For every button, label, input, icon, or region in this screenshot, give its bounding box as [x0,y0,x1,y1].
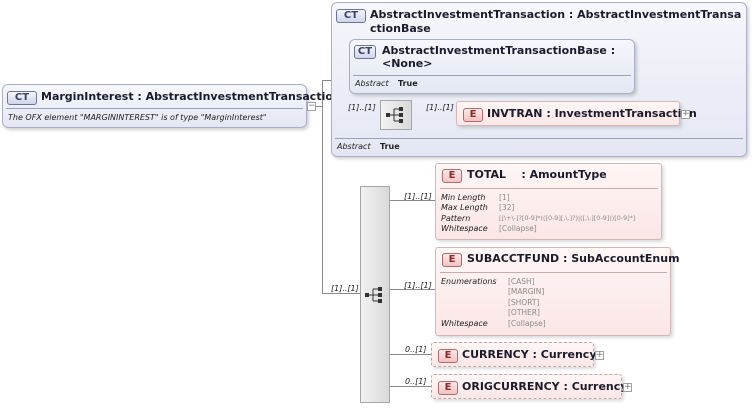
node-title: ORIGCURRENCY : Currency [462,380,628,393]
abstract-label: Abstract [355,79,389,88]
connector-main-to-currency [389,354,431,355]
complex-type-badge: CT [336,9,366,23]
node-title: MarginInterest : AbstractInvestmentTrans… [41,90,341,103]
connector-to-main-seq [322,293,360,294]
prop-value: [32] [499,203,515,212]
node-title: AbstractInvestmentTransaction : Abstract… [370,8,742,35]
prop-value: [Collapse] [499,224,537,233]
sequence-compositor[interactable] [380,100,412,130]
abstract-value: True [380,142,400,151]
complex-type-badge: CT [354,45,376,59]
sequence-compositor[interactable] [360,186,390,403]
complex-type-badge: CT [7,91,37,105]
prop-value: [1] [499,193,510,202]
abstract-label: Abstract [337,142,371,151]
node-title: INVTRAN : InvestmentTransaction [487,107,697,120]
prop-key: Max Length [441,203,488,212]
abstractinvestmenttransactionbase-node[interactable]: CT AbstractInvestmentTransactionBase : <… [349,39,635,94]
origcurrency-element[interactable]: E ORIGCURRENCY : Currency [431,374,627,399]
connector-to-base [322,80,332,81]
sequence-icon [365,287,382,303]
node-title: SUBACCTFUND : SubAccountEnum [467,252,680,265]
node-title: AbstractInvestmentTransactionBase : <Non… [382,44,616,70]
connector-main-to-total [389,200,435,201]
enum-value: [SHORT] [508,298,540,307]
subacctfund-element[interactable]: E SUBACCTFUND : SubAccountEnum Enumerati… [435,247,680,336]
divider [6,108,303,109]
expand-icon[interactable]: + [623,382,632,392]
enumerations-label: Enumerations [441,277,497,286]
margininterest-node[interactable]: CT MarginInterest : AbstractInvestmentTr… [2,84,341,128]
element-badge: E [463,108,483,122]
divider [335,138,743,139]
origcurrency-cardinality: 0..[1] [405,377,427,386]
node-description: The OFX element "MARGININTEREST" is of t… [8,113,267,122]
enum-value: [OTHER] [508,308,540,317]
subacctfund-cardinality: [1]..[1] [404,281,432,290]
invtran-cardinality: [1]..[1] [426,103,454,112]
prop-key: Min Length [441,193,486,202]
prop-value: [[\+\-]?[0-9]*(([0-9][,\.]?)|([,\.][0-9]… [499,214,636,222]
connector-main-to-origcurrency [389,386,431,387]
connector-main-to-subacctfund [389,289,435,290]
whitespace-label: Whitespace [441,319,488,328]
element-badge: E [442,169,462,183]
collapse-icon[interactable]: − [307,101,316,111]
prop-key: Pattern [441,214,471,223]
divider [440,188,658,189]
main-seq-cardinality: [1]..[1] [331,284,359,293]
total-cardinality: [1]..[1] [404,192,432,201]
divider [353,75,631,76]
expand-icon[interactable]: + [595,350,604,360]
enum-value: [CASH] [508,277,535,286]
expand-icon[interactable]: + [681,109,690,119]
total-element[interactable]: E TOTAL : AmountType Min Length [1] Max … [435,163,662,240]
invtran-seq-cardinality: [1]..[1] [348,103,376,112]
connector-root-vertical [322,80,323,293]
invtran-element[interactable]: E INVTRAN : InvestmentTransaction [456,101,697,126]
currency-element[interactable]: E CURRENCY : Currency [431,342,597,367]
node-title: TOTAL : AmountType [467,168,607,181]
node-title: CURRENCY : Currency [462,348,597,361]
sequence-icon [386,107,403,123]
prop-key: Whitespace [441,224,488,233]
divider [440,272,667,273]
element-badge: E [438,381,458,395]
abstract-value: True [398,79,418,88]
connector-root-out [316,106,323,107]
currency-cardinality: 0..[1] [405,345,427,354]
element-badge: E [442,253,462,267]
enum-value: [MARGIN] [508,287,545,296]
element-badge: E [438,349,458,363]
whitespace-value: [Collapse] [508,319,546,328]
abstractinvestmenttransaction-node[interactable]: CT AbstractInvestmentTransaction : Abstr… [331,2,747,157]
